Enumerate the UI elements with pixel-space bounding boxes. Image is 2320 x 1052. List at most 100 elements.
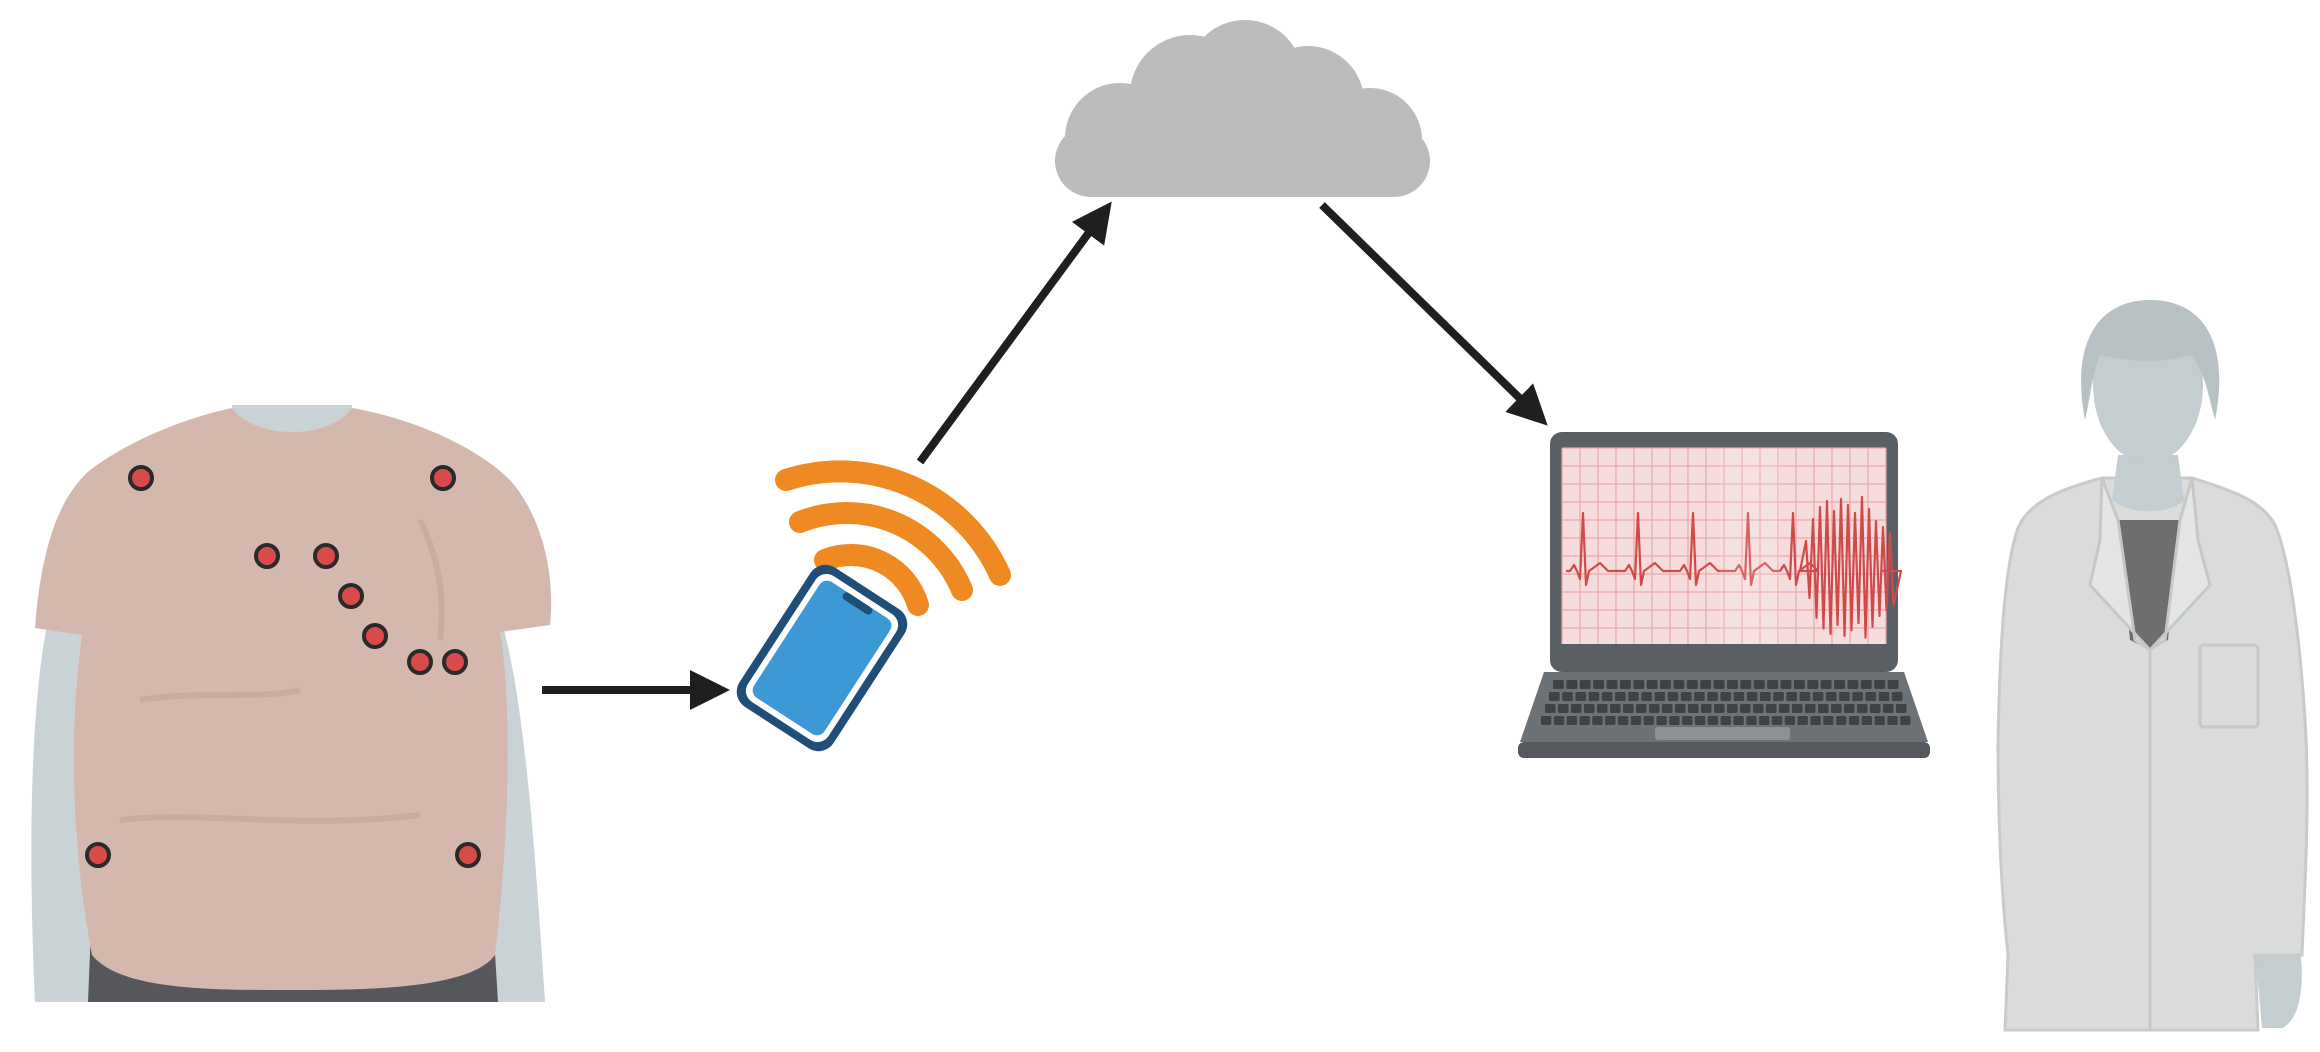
keyboard-key (1669, 716, 1680, 725)
patient-icon (31, 405, 552, 1002)
keyboard-key (1839, 692, 1850, 701)
laptop-ecg-monitor-icon (1518, 432, 1930, 758)
laptop-trackpad (1655, 727, 1790, 740)
keyboard-key (1610, 704, 1621, 713)
keyboard-key (1566, 680, 1578, 689)
electrode (338, 583, 364, 609)
electrode (85, 842, 111, 868)
keyboard-key (1870, 704, 1881, 713)
keyboard-key (1593, 680, 1605, 689)
keyboard-key (1707, 692, 1718, 701)
wifi-arc-large (775, 460, 1011, 586)
keyboard-key (1771, 716, 1783, 725)
keyboard-key (1680, 692, 1692, 701)
keyboard-key (1779, 704, 1790, 713)
keyboard-key (1545, 704, 1556, 713)
keyboard-key (1636, 704, 1647, 713)
keyboard-key (1786, 692, 1798, 701)
laptop-base-edge (1518, 742, 1930, 758)
keyboard-key (1630, 716, 1642, 725)
keyboard-key (1694, 716, 1706, 725)
keyboard-key (1896, 704, 1907, 713)
keyboard-key (1746, 692, 1758, 701)
keyboard-key (1887, 680, 1899, 689)
keyboard-key (1713, 680, 1725, 689)
keyboard-key (1617, 716, 1629, 725)
keyboard-key (1727, 704, 1738, 713)
keyboard-key (1700, 680, 1712, 689)
keyboard-key (1633, 680, 1645, 689)
keyboard-key (1860, 680, 1872, 689)
keyboard-key (1861, 716, 1873, 725)
arrow-cloud-to-laptop (1319, 202, 1548, 426)
keyboard-key (1694, 692, 1705, 701)
electrode (430, 465, 456, 491)
keyboard-key (1793, 680, 1805, 689)
keyboard-key (1682, 716, 1693, 725)
keyboard-key (1740, 680, 1752, 689)
keyboard-key (1874, 680, 1886, 689)
keyboard-key (1579, 680, 1591, 689)
keyboard-key (1887, 716, 1898, 725)
keyboard-key (1619, 680, 1631, 689)
keyboard-key (1688, 704, 1699, 713)
keyboard-key (1606, 680, 1618, 689)
wifi-arc-small (814, 544, 929, 616)
patient-shirt-fold (119, 518, 445, 824)
keyboard-key (1641, 692, 1652, 701)
ecg-trace (1566, 495, 1903, 639)
electrode (455, 842, 481, 868)
keyboard-key (1759, 692, 1771, 701)
keyboard-key (1584, 704, 1595, 713)
keyboard-key (1818, 704, 1829, 713)
keyboard-key (1780, 680, 1792, 689)
doctor-shirt (2118, 520, 2180, 650)
keyboard-key (1733, 692, 1745, 701)
keyboard-key (1831, 704, 1842, 713)
keyboard-key (1701, 704, 1712, 713)
keyboard-key (1812, 692, 1824, 701)
keyboard-key (1541, 716, 1552, 725)
keyboard-key (1852, 692, 1863, 701)
doctor-icon (1996, 300, 2309, 1032)
keyboard-key (1759, 716, 1770, 725)
keyboard-key (1900, 716, 1911, 725)
electrode (254, 543, 280, 569)
keyboard-key (1878, 692, 1890, 701)
keyboard-key (1675, 704, 1686, 713)
keyboard-key (1686, 680, 1698, 689)
doctor-hair (2081, 300, 2220, 420)
patient-shirt (35, 408, 552, 990)
keyboard-key (1797, 716, 1808, 725)
ecg-electrodes (85, 465, 481, 868)
phone-screen (752, 580, 892, 736)
keyboard-key (1654, 692, 1666, 701)
doctor-neck (2112, 455, 2184, 512)
keyboard-key (1566, 716, 1577, 725)
phone-notch (842, 592, 873, 615)
keyboard-key (1834, 680, 1845, 689)
keyboard-key (1807, 680, 1819, 689)
keyboard-key (1825, 692, 1837, 701)
keyboard-key (1753, 704, 1764, 713)
keyboard-key (1810, 716, 1821, 725)
laptop-screen-glare (1720, 448, 1780, 644)
keyboard-key (1883, 704, 1894, 713)
data-flow-arrows (542, 201, 1548, 710)
keyboard-key (1891, 692, 1903, 701)
doctor-right-hand (2255, 950, 2302, 1028)
keyboard-key (1562, 692, 1573, 701)
keyboard-key (1673, 680, 1685, 689)
keyboard-key (1865, 692, 1877, 701)
keyboard-key (1847, 680, 1859, 689)
keyboard-key (1720, 692, 1732, 701)
keyboard-key (1575, 692, 1587, 701)
keyboard-key (1643, 716, 1654, 725)
keyboard-key (1662, 704, 1673, 713)
keyboard-key (1714, 704, 1725, 713)
arrow-phone-to-cloud (916, 201, 1112, 465)
keyboard-key (1649, 704, 1660, 713)
doctor-coat-pocket (2198, 643, 2260, 729)
keyboard-key (1614, 692, 1626, 701)
keyboard-key (1601, 692, 1613, 701)
